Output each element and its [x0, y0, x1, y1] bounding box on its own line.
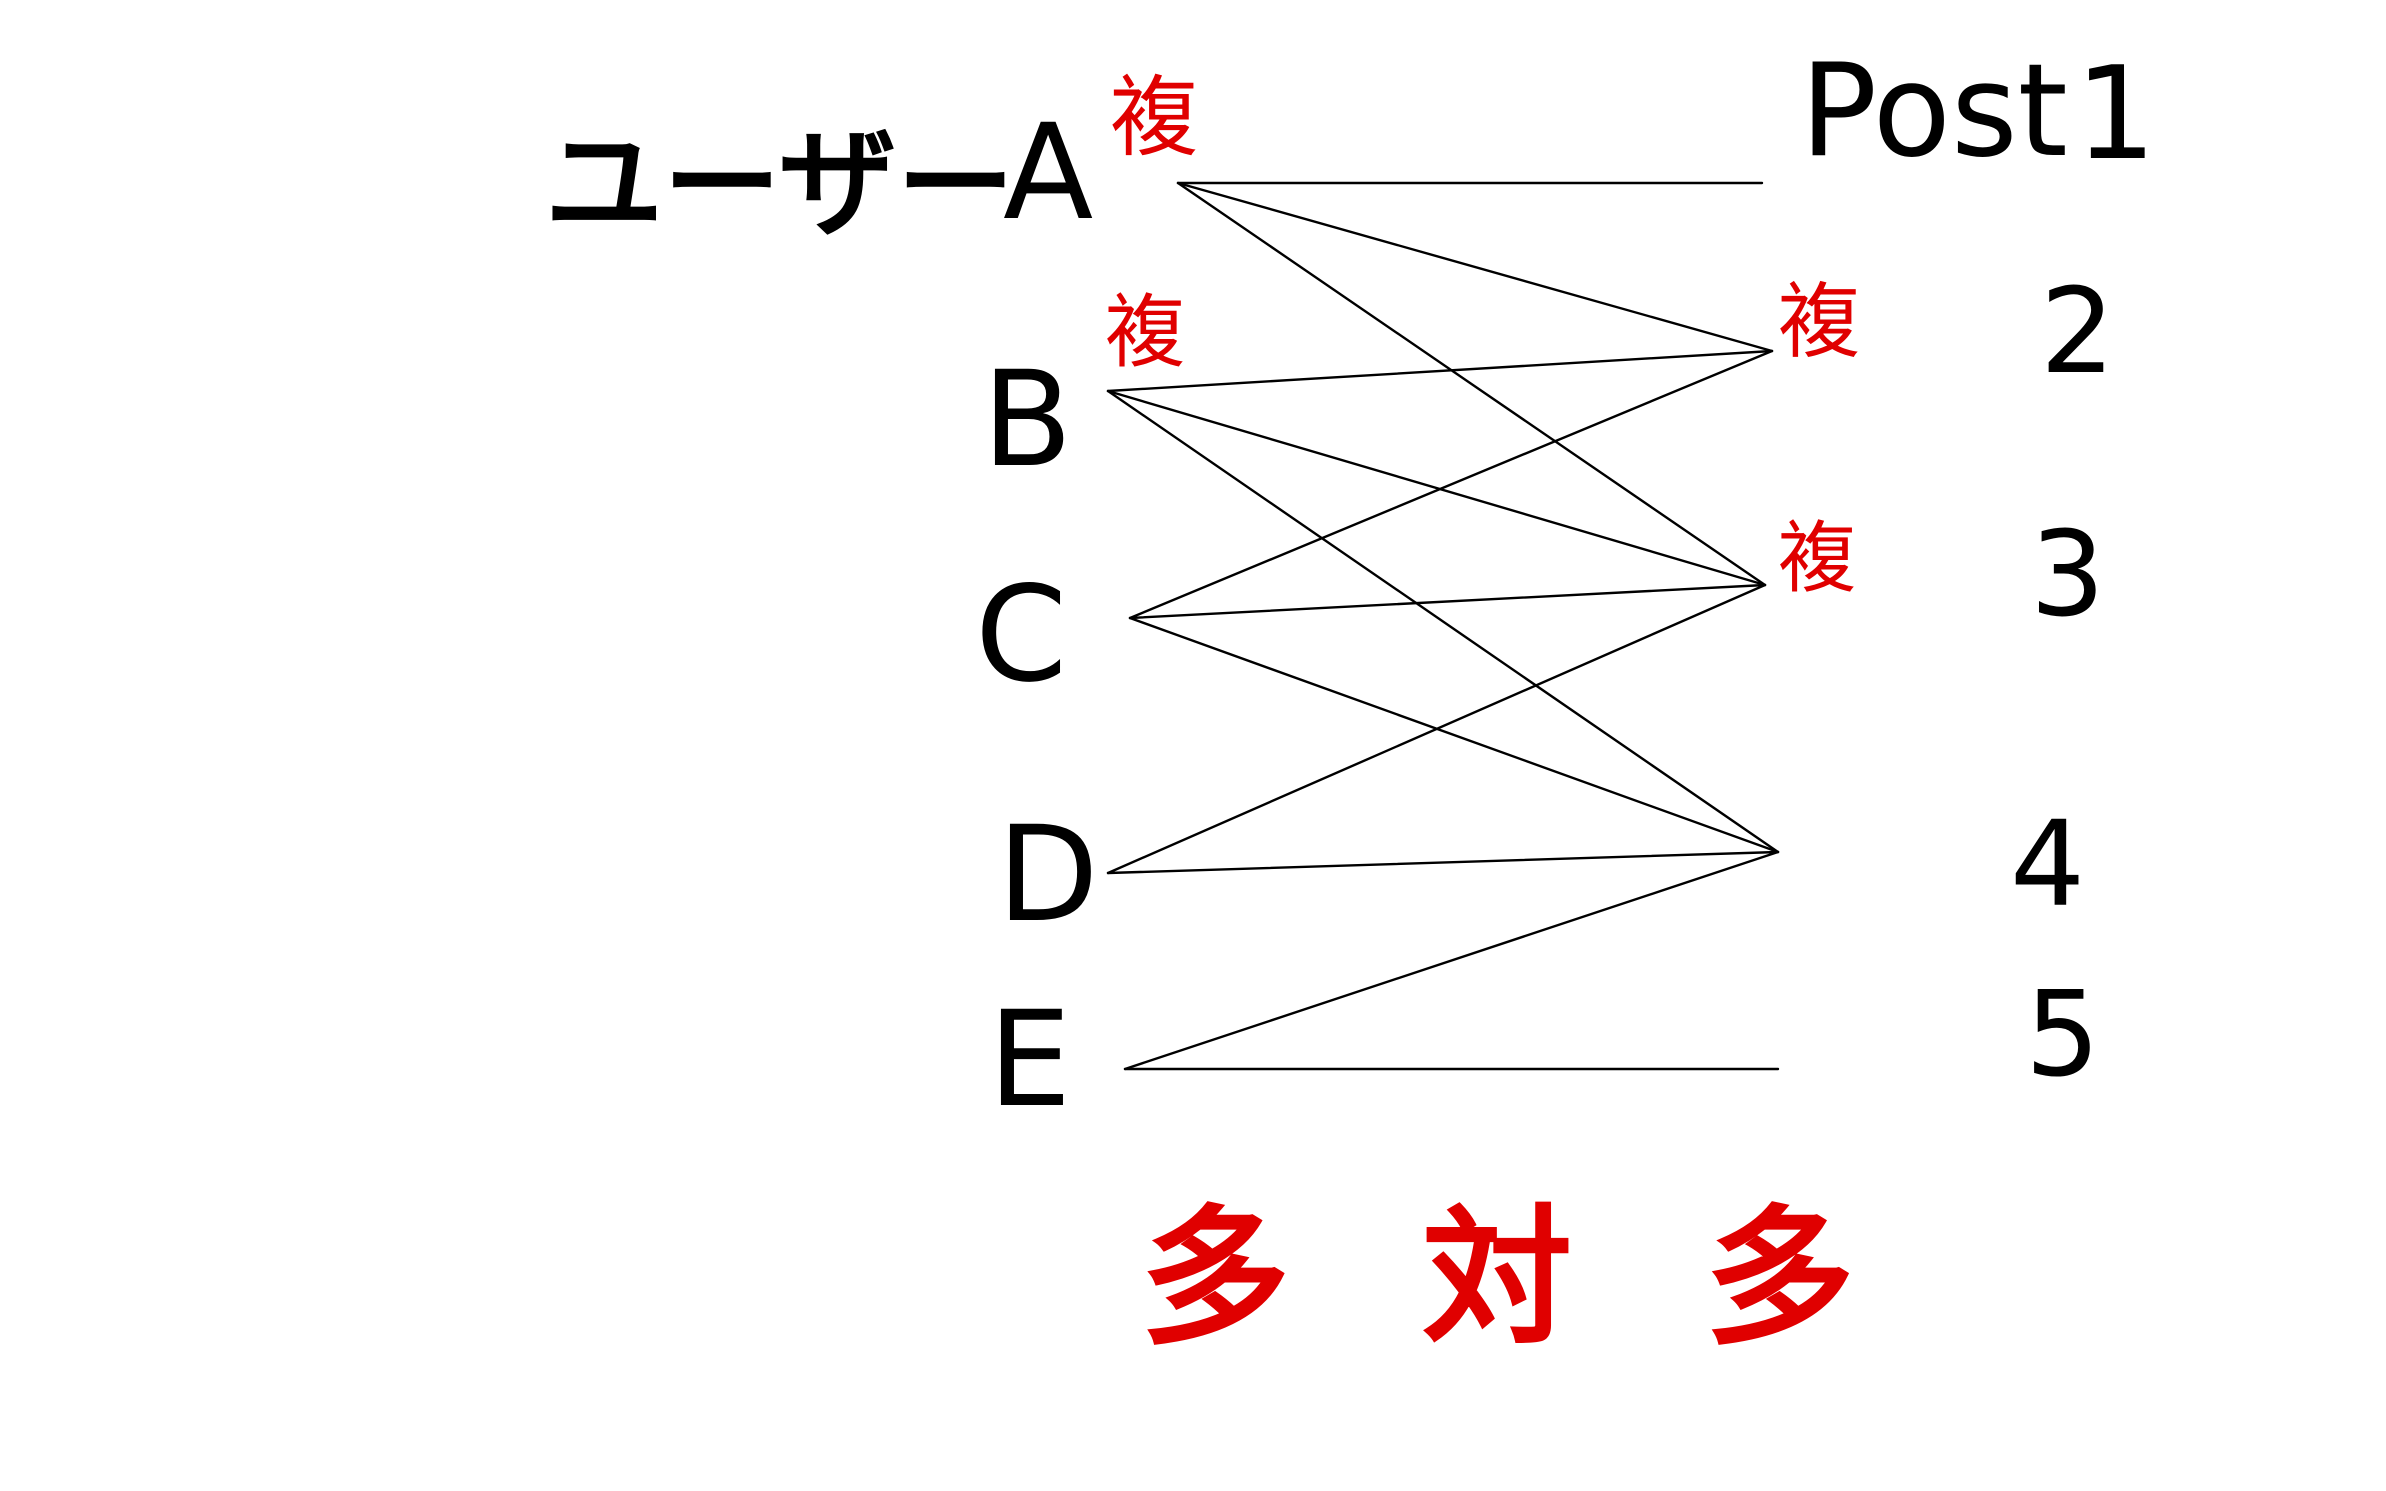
duplicate-mark-a: 複: [1110, 66, 1198, 169]
edges: [1106, 181, 1780, 1071]
post-label-4: 4: [2010, 795, 2085, 933]
duplicate-mark-post-3: 複: [1778, 514, 1856, 604]
duplicate-mark-post-2: 複: [1778, 275, 1860, 370]
user-label-d: D: [997, 798, 1099, 952]
edge-c-post-3: [1128, 583, 1767, 620]
users-heading: ユーザー: [545, 115, 1015, 253]
post-label-1: 1: [2075, 40, 2156, 189]
duplicate-mark-b: 複: [1105, 286, 1185, 379]
user-label-a: A: [1003, 96, 1093, 250]
edge-d-post-3: [1106, 583, 1767, 875]
edge-c-post-2: [1128, 349, 1774, 620]
edge-b-post-4: [1106, 389, 1780, 854]
post-label-3: 3: [2030, 505, 2105, 643]
user-label-c: C: [975, 558, 1067, 712]
edge-c-post-4: [1128, 616, 1780, 854]
edge-b-post-2: [1106, 349, 1774, 393]
user-label-b: B: [982, 343, 1073, 497]
posts-heading: Post: [1800, 37, 2068, 186]
user-label-e: E: [988, 983, 1071, 1137]
edge-b-post-3: [1106, 389, 1767, 587]
relation-label: 多 対 多: [1140, 1192, 1894, 1366]
post-label-5: 5: [2025, 965, 2100, 1103]
post-label-2: 2: [2040, 262, 2115, 400]
edge-a-post-2: [1176, 181, 1774, 353]
edge-d-post-4: [1106, 850, 1780, 875]
edge-e-post-4: [1123, 850, 1780, 1071]
edge-a-post-3: [1176, 181, 1767, 587]
